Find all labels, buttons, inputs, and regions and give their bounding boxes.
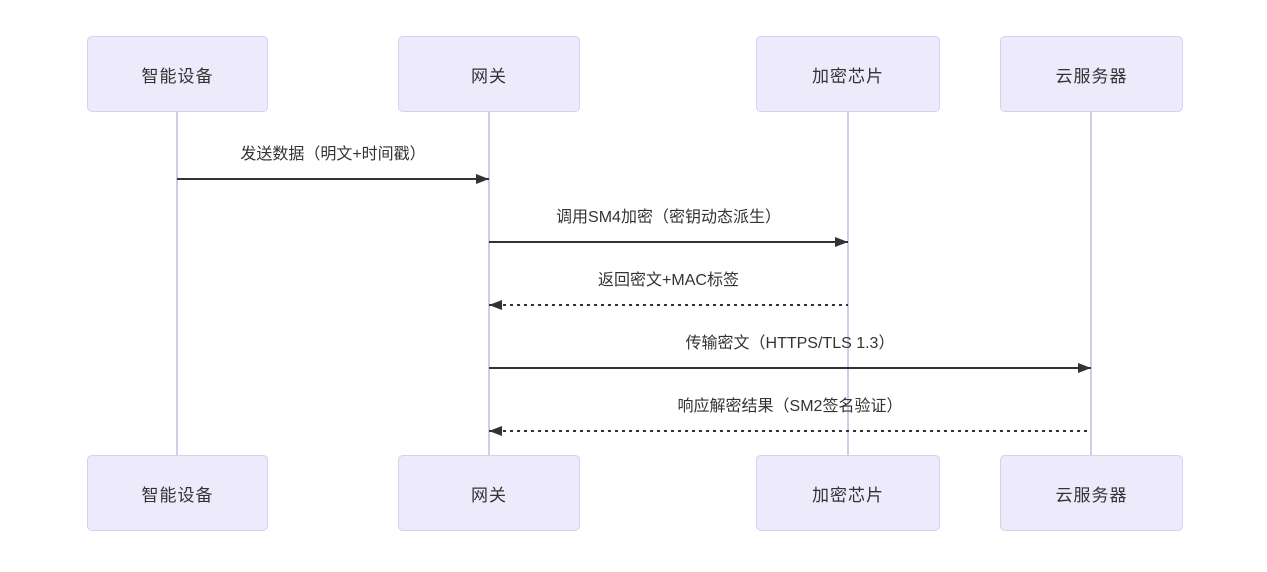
message-label: 调用SM4加密（密钥动态派生） — [556, 209, 781, 226]
actor-label: 网关 — [471, 66, 507, 86]
lifeline-gateway — [488, 112, 490, 455]
actor-top-encryption-chip: 加密芯片 — [756, 36, 940, 112]
arrowhead-left-icon — [489, 426, 502, 436]
actor-label: 加密芯片 — [812, 485, 884, 505]
arrowhead-right-icon — [835, 237, 848, 247]
actor-top-smart-device: 智能设备 — [87, 36, 268, 112]
actor-label: 网关 — [471, 485, 507, 505]
message-line — [489, 430, 1091, 432]
actor-label: 智能设备 — [141, 485, 214, 505]
message-label: 响应解密结果（SM2签名验证） — [677, 398, 903, 415]
actor-bottom-encryption-chip: 加密芯片 — [756, 455, 940, 531]
actor-bottom-gateway: 网关 — [398, 455, 580, 531]
actor-label: 云服务器 — [1055, 485, 1128, 505]
arrowhead-right-icon — [1078, 363, 1091, 373]
actor-top-cloud-server: 云服务器 — [1000, 36, 1183, 112]
message-line — [489, 367, 1091, 369]
actor-label: 加密芯片 — [812, 66, 884, 86]
message-label: 返回密文+MAC标签 — [598, 272, 739, 289]
message-label: 发送数据（明文+时间戳） — [240, 146, 426, 163]
actor-label: 智能设备 — [141, 66, 214, 86]
lifeline-encryption-chip — [847, 112, 849, 455]
actor-top-gateway: 网关 — [398, 36, 580, 112]
arrowhead-right-icon — [476, 174, 489, 184]
lifeline-cloud-server — [1090, 112, 1092, 455]
message-line — [489, 304, 848, 306]
message-line — [489, 241, 848, 243]
actor-bottom-cloud-server: 云服务器 — [1000, 455, 1183, 531]
actor-label: 云服务器 — [1055, 66, 1128, 86]
actor-bottom-smart-device: 智能设备 — [87, 455, 268, 531]
message-label: 传输密文（HTTPS/TLS 1.3） — [685, 335, 895, 352]
lifeline-smart-device — [176, 112, 178, 455]
message-line — [177, 178, 489, 180]
arrowhead-left-icon — [489, 300, 502, 310]
